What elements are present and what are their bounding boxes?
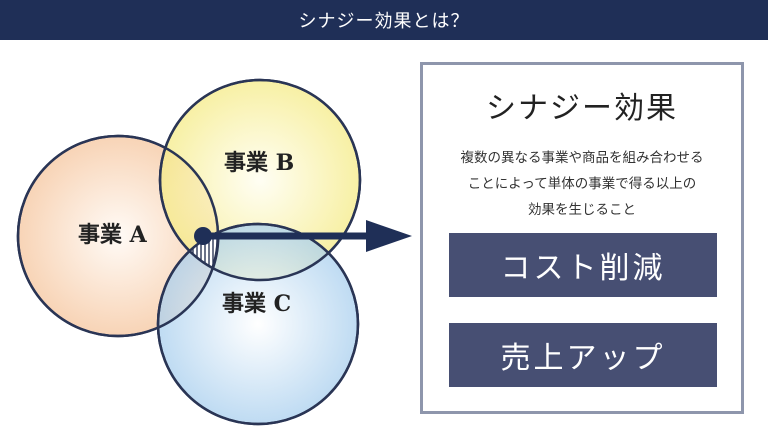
label-business-c: 事業 C	[222, 291, 292, 317]
label-business-a: 事業 A	[78, 222, 147, 248]
cost-reduction-label: コスト削減	[500, 251, 666, 286]
panel-description: 複数の異なる事業や商品を組み合わせる ことによって単体の事業で得る以上の 効果を…	[437, 145, 727, 223]
synergy-panel: シナジー効果 複数の異なる事業や商品を組み合わせる ことによって単体の事業で得る…	[420, 62, 744, 414]
description-line: 効果を生じること	[528, 202, 636, 218]
panel-title: シナジー効果	[486, 91, 678, 126]
description-line: 複数の異なる事業や商品を組み合わせる	[460, 150, 704, 166]
circle-b-outline	[158, 78, 362, 282]
description-line: ことによって単体の事業で得る以上の	[467, 176, 697, 192]
circle-c-outline	[156, 222, 360, 426]
venn-diagram	[16, 78, 362, 426]
sales-increase-label: 売上アップ	[500, 341, 666, 376]
sales-increase-box: 売上アップ	[449, 323, 717, 387]
cost-reduction-box: コスト削減	[449, 233, 717, 297]
label-business-b: 事業 B	[224, 150, 295, 176]
header-title: シナジー効果とは？	[298, 11, 470, 32]
header-bar: シナジー効果とは？	[0, 0, 768, 40]
